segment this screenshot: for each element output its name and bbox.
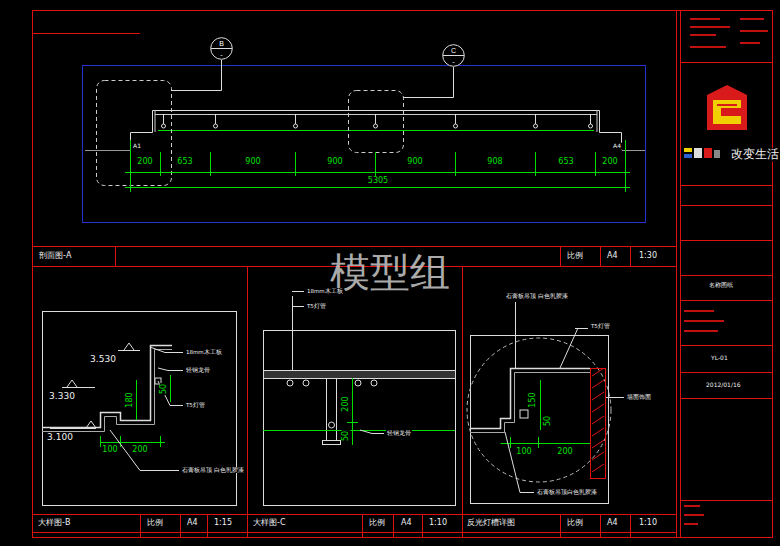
title-label: A4 [400, 519, 413, 528]
dimension-label: 908 [486, 158, 503, 167]
callout-sheet: - [210, 50, 233, 59]
dimension-label: 180 [126, 391, 135, 408]
note-label: 轻钢龙骨 [185, 367, 211, 373]
dimension-label: 50 [342, 430, 351, 442]
level-label: 3.100 [46, 433, 74, 443]
callout-letter: C [442, 46, 465, 55]
dimension-label: 5305 [367, 177, 389, 186]
title-label: 比例 [146, 519, 164, 528]
dimension-label: 50 [544, 415, 553, 427]
note-label: A1 [132, 143, 142, 150]
dimension-label: 653 [176, 158, 193, 167]
dimension-label: 653 [557, 158, 574, 167]
cove-detail-illustration [467, 302, 624, 504]
logo-mark [684, 85, 747, 158]
title-label: 比例 [566, 252, 584, 261]
note-label: A4 [612, 143, 622, 150]
dimension-label: 150 [529, 391, 538, 408]
note-label: 名称图纸 [708, 282, 734, 289]
title-label: 比例 [566, 519, 584, 528]
title-label: 1:30 [638, 252, 658, 261]
title-label: 剖面图-A [38, 252, 72, 261]
note-label: 石膏板吊顶白色乳胶漆 [536, 489, 598, 495]
title-block-marks [684, 18, 768, 525]
watermark: 模型组 [330, 250, 450, 294]
title-label: 大样图-C [252, 519, 286, 528]
title-label: 1:10 [428, 519, 448, 528]
title-label: 1:15 [213, 519, 233, 528]
title-label: 比例 [368, 519, 386, 528]
detail-b-illustration [42, 312, 237, 506]
dimension-label: 50 [160, 383, 169, 395]
frame-lines [32, 10, 773, 538]
dimension-label: 200 [136, 158, 153, 167]
dimension-label: 200 [601, 158, 618, 167]
title-label: A4 [606, 252, 619, 261]
note-label: 石膏板吊顶 白色乳胶漆 [181, 467, 245, 473]
title-label: A4 [606, 519, 619, 528]
level-label: 3.530 [89, 355, 117, 365]
note-label: 石膏板吊顶 白色乳胶漆 [505, 293, 569, 299]
note-label: T5灯管 [590, 323, 611, 329]
note-label: T5灯管 [306, 303, 327, 309]
dimension-label: 100 [101, 446, 118, 455]
dimension-label: 200 [342, 395, 351, 412]
detail-c-illustration [263, 292, 456, 506]
dimension-label: 100 [515, 448, 532, 457]
note-label: 改变生活 [730, 148, 780, 161]
callout-letter: B [210, 39, 233, 48]
callout-circle: B- [210, 37, 233, 60]
note-label: 墙面饰面 [626, 394, 652, 400]
dimension-label: 900 [326, 158, 343, 167]
title-label: 1:10 [638, 519, 658, 528]
note-label: 18mm木工板 [306, 288, 344, 294]
note-label: 轻钢龙骨 [386, 430, 412, 436]
level-label: 3.330 [48, 392, 76, 402]
dimension-label: 900 [244, 158, 261, 167]
note-label: 2012/01/16 [705, 382, 742, 389]
dimension-label: 200 [131, 446, 148, 455]
dimension-label: 900 [406, 158, 423, 167]
title-label: 反光灯槽详图 [466, 519, 516, 528]
section-a-illustration [83, 60, 646, 223]
callout-sheet: - [442, 57, 465, 66]
title-label: 大样图-B [37, 519, 71, 528]
note-label: 18mm木工板 [185, 349, 223, 355]
dimension-label: 200 [556, 448, 573, 457]
note-label: T5灯管 [185, 402, 206, 408]
title-label: A4 [186, 519, 199, 528]
note-label: YL-01 [710, 355, 729, 362]
callout-circle: C- [442, 44, 465, 67]
